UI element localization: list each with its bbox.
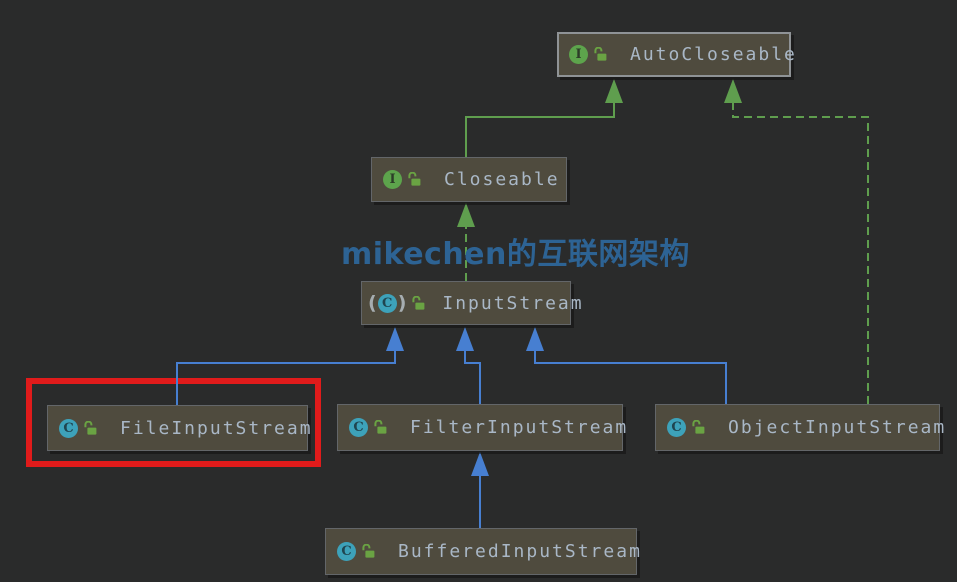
arrowhead-filterinputstream-inputstream: [456, 327, 474, 351]
open-lock-icon: [408, 172, 421, 186]
arrowhead-fileinputstream-inputstream: [386, 327, 404, 351]
node-label: AutoCloseable: [630, 44, 797, 65]
highlight-rectangle: [26, 378, 321, 467]
node-label: InputStream: [442, 292, 584, 314]
edge-closeable-extends-autocloseable: [465, 102, 615, 157]
open-lock-icon: [84, 420, 97, 435]
interface-icon: I: [569, 45, 588, 64]
node-label: FilterInputStream: [410, 417, 629, 438]
arrowhead-bufferedinputstream-filterinputstream: [471, 452, 489, 476]
node-label: FileInputStream: [120, 417, 313, 439]
node-autocloseable[interactable]: I AutoCloseable: [557, 32, 795, 77]
abstract-class-icon: (: [368, 291, 377, 314]
node-fileinputstream[interactable]: C FileInputStream: [47, 405, 311, 451]
open-lock-icon: [374, 420, 387, 434]
arrowhead-objectinputstream-inputstream: [526, 327, 544, 351]
node-objectinputstream[interactable]: C ObjectInputStream: [655, 404, 944, 451]
arrowhead-closeable-autocloseable: [605, 79, 623, 103]
node-closeable[interactable]: I Closeable: [371, 157, 567, 202]
open-lock-icon: [412, 295, 425, 310]
class-icon: C: [349, 418, 368, 437]
abstract-class-icon: ): [397, 291, 407, 314]
node-filterinputstream[interactable]: C FilterInputStream: [337, 404, 626, 451]
node-inputstream[interactable]: ( C ) InputStream: [361, 281, 582, 325]
watermark-text: mikechen的互联网架构: [341, 237, 690, 272]
edge-objectinputstream-implements-autocloseable: [732, 102, 869, 404]
edge-filterinputstream-extends-inputstream: [464, 350, 481, 404]
open-lock-icon: [692, 420, 705, 434]
class-icon: C: [59, 418, 78, 438]
node-bufferedinputstream[interactable]: C BufferedInputStream: [325, 528, 640, 575]
class-icon: C: [667, 418, 686, 437]
interface-icon: I: [383, 170, 402, 189]
edge-fileinputstream-extends-inputstream: [176, 350, 396, 405]
node-label: Closeable: [444, 169, 560, 190]
node-label: ObjectInputStream: [728, 417, 947, 438]
node-label: BufferedInputStream: [398, 541, 642, 562]
arrowhead-inputstream-closeable: [457, 203, 475, 227]
open-lock-icon: [594, 47, 607, 61]
open-lock-icon: [362, 544, 375, 558]
class-icon: C: [377, 293, 397, 313]
arrowhead-objectinputstream-autocloseable: [724, 79, 742, 103]
class-icon: C: [337, 542, 356, 561]
edge-objectinputstream-extends-inputstream: [534, 350, 727, 404]
